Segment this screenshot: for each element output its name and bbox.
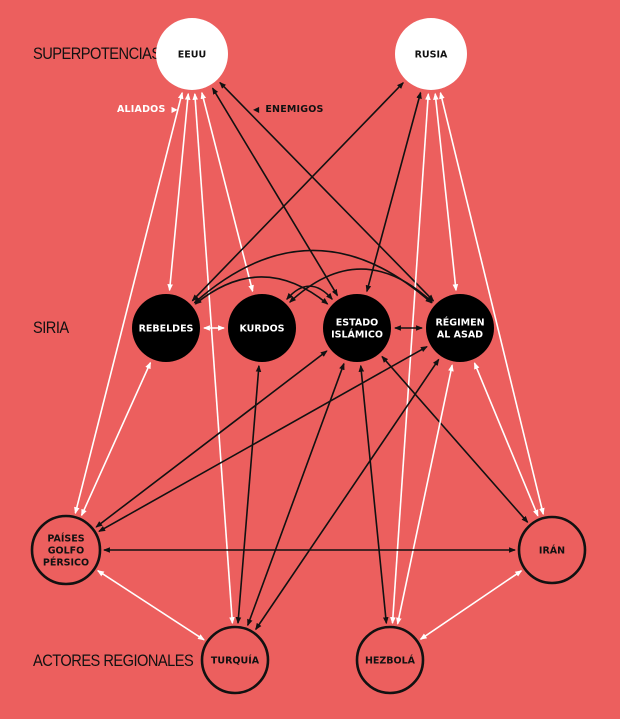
edge-eeuu-rebeldes [167, 92, 191, 292]
node-golfo-label: PÉRSICO [43, 557, 89, 569]
edge-golfo-turquia [96, 570, 205, 641]
node-eeuu-label: EEUU [178, 50, 206, 61]
node-golfo-label: PAÍSES [47, 533, 84, 545]
node-asad-label: RÉGIMEN [435, 317, 484, 329]
node-rebeldes-circle [132, 294, 200, 362]
edge-eeuu-asad [219, 81, 435, 302]
node-hezbola-circle [355, 625, 425, 695]
node-turquia: TURQUÍA [200, 625, 270, 695]
edge-iran-hezbola [419, 570, 523, 640]
node-iran-label: IRÁN [539, 545, 565, 557]
node-rusia-label: RUSIA [415, 50, 448, 61]
node-kurdos: KURDOS [228, 294, 296, 362]
node-estado-label: ESTADO [336, 318, 378, 329]
node-rusia-circle [395, 18, 467, 90]
edge-asad-iran [473, 362, 539, 517]
row-label-superpotencias: SUPERPOTENCIAS [33, 44, 161, 63]
node-hezbola-label: HEZBOLÁ [365, 655, 416, 667]
row-label-actores-regionales: ACTORES REGIONALES [33, 651, 194, 670]
edge-rusia-hezbola [390, 92, 431, 625]
edge-rebeldes-golfo [80, 361, 152, 517]
node-iran: IRÁN [517, 515, 587, 585]
edges-layer [74, 81, 545, 641]
node-rebeldes-label: REBELDES [139, 324, 194, 335]
node-asad-label: AL ASAD [437, 330, 483, 341]
node-eeuu-circle [156, 18, 228, 90]
node-iran-circle [517, 515, 587, 585]
node-eeuu: EEUU [156, 18, 228, 90]
node-rusia: RUSIA [395, 18, 467, 90]
node-kurdos-circle [228, 294, 296, 362]
edge-rusia-rebeldes [191, 81, 404, 302]
row-label-siria: SIRIA [33, 318, 69, 337]
edge-eeuu-estado [211, 87, 339, 297]
edge-asad-hezbola [396, 364, 454, 625]
edge-estado-turquia [247, 362, 345, 627]
node-rebeldes: REBELDES [132, 294, 200, 362]
edge-rusia-asad [433, 92, 459, 292]
edge-kurdos-estado [286, 285, 333, 301]
node-turquia-label: TURQUÍA [211, 655, 260, 667]
edge-estado-hezbola [358, 364, 389, 625]
node-kurdos-label: KURDOS [239, 324, 284, 335]
node-asad-circle [426, 294, 494, 362]
node-golfo-circle [30, 514, 102, 586]
edge-eeuu-kurdos [200, 91, 254, 293]
edge-estado-golfo [95, 350, 328, 528]
edge-eeuu-turquia [192, 92, 235, 625]
edge-kurdos-asad [289, 268, 433, 303]
node-estado-label: ISLÁMICO [331, 329, 383, 341]
node-turquia-circle [200, 625, 270, 695]
node-hezbola: HEZBOLÁ [355, 625, 425, 695]
edge-asad-turquia [255, 358, 440, 631]
node-estado-circle [323, 294, 391, 362]
node-golfo-label: GOLFO [48, 546, 85, 557]
edge-rusia-estado [365, 91, 422, 293]
edge-asad-golfo [98, 345, 428, 533]
